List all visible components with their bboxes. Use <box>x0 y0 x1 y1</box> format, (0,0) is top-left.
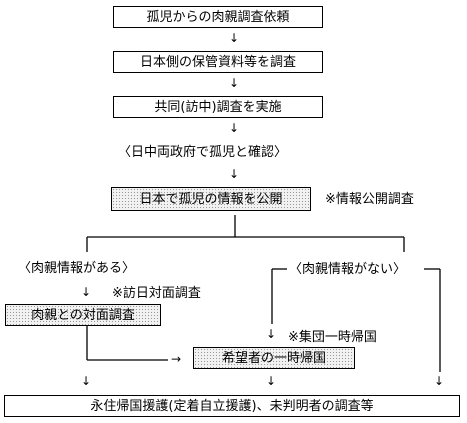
step-joint-survey: 共同(訪中)調査を実施 <box>113 96 323 118</box>
step-govt-confirm: 〈日中両政府で孤児と確認〉 <box>118 145 288 160</box>
step-orphan-request-label: 孤児からの肉親調査依頼 <box>146 9 290 25</box>
arrow-down-1: ↓ <box>229 31 240 45</box>
arrow-down-6: ↓ <box>266 327 277 341</box>
note-group-return: ※集団一時帰国 <box>288 330 377 345</box>
step-publish-info: 日本で孤児の情報を公開 <box>111 187 311 211</box>
step-permanent-return: 永住帰国援護(定着自立援護)、未判明者の調査等 <box>4 395 460 417</box>
step-orphan-request: 孤児からの肉親調査依頼 <box>113 6 323 28</box>
arrow-down-9: ↓ <box>434 374 445 388</box>
arrow-down-8: ↓ <box>266 374 277 388</box>
step-temporary-return: 希望者の一時帰国 <box>193 347 355 369</box>
arrow-down-3: ↓ <box>229 121 240 135</box>
step-permanent-return-label: 永住帰国援護(定着自立援護)、未判明者の調査等 <box>90 398 374 414</box>
step-joint-survey-label: 共同(訪中)調査を実施 <box>154 99 282 115</box>
step-family-meeting-label: 肉親との対面調査 <box>31 307 135 323</box>
branch-info-exists: 〈肉親情報がある〉 <box>18 261 136 276</box>
arrow-down-5: ↓ <box>81 285 92 299</box>
step-temporary-return-label: 希望者の一時帰国 <box>221 350 326 366</box>
arrow-down-4: ↓ <box>229 167 240 181</box>
step-japan-records-label: 日本側の保管資料等を調査 <box>139 54 296 70</box>
branch-info-none: 〈肉親情報がない〉 <box>289 262 407 277</box>
arrow-down-2: ↓ <box>229 76 240 90</box>
step-publish-info-label: 日本で孤児の情報を公開 <box>139 191 283 207</box>
arrow-down-7: ↓ <box>81 374 92 388</box>
note-japan-visit: ※訪日対面調査 <box>112 286 201 301</box>
note-info-disclosure: ※情報公開調査 <box>325 192 414 207</box>
step-family-meeting: 肉親との対面調査 <box>5 304 161 326</box>
step-japan-records: 日本側の保管資料等を調査 <box>113 51 323 73</box>
arrow-right-1: → <box>171 352 182 366</box>
